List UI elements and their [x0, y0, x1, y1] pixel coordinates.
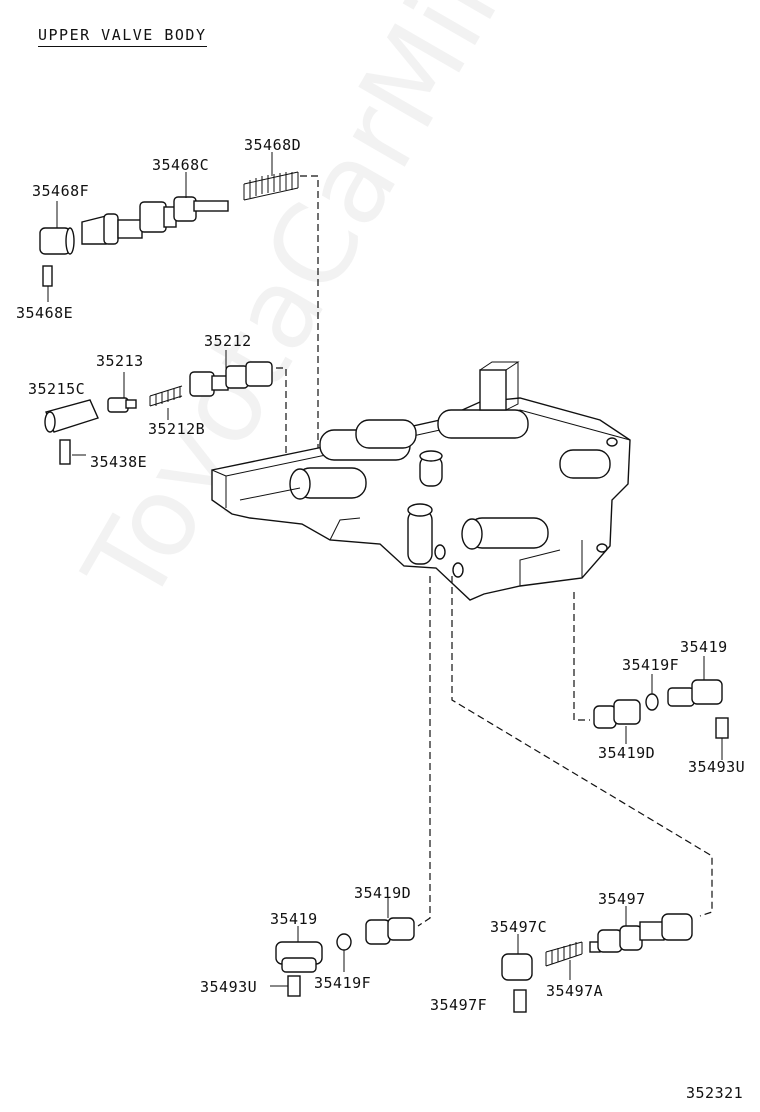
part-35468D-spring[interactable]	[243, 171, 299, 201]
part-35497A-spring[interactable]	[545, 941, 583, 967]
part-35419D-right-plug[interactable]	[593, 699, 641, 729]
label-35493U-right[interactable]: 35493U	[688, 758, 746, 776]
label-35215C[interactable]: 35215C	[28, 380, 86, 398]
label-35419F-right[interactable]: 35419F	[622, 656, 680, 674]
part-35493U-bottom-retainer[interactable]	[287, 975, 301, 997]
label-35438E[interactable]: 35438E	[90, 453, 148, 471]
part-35212B-spring[interactable]	[149, 385, 183, 407]
label-35212[interactable]: 35212	[204, 332, 252, 350]
label-35468F[interactable]: 35468F	[32, 182, 90, 200]
part-35468C-valve[interactable]	[81, 196, 229, 245]
label-35213[interactable]: 35213	[96, 352, 144, 370]
part-35419-right-valve[interactable]	[667, 679, 723, 707]
label-35468E[interactable]: 35468E	[16, 304, 74, 322]
part-35497C-plug[interactable]	[501, 953, 533, 981]
part-35497F-retainer[interactable]	[513, 989, 527, 1013]
diagram-title: UPPER VALVE BODY	[38, 26, 207, 47]
label-35419-bottom[interactable]: 35419	[270, 910, 318, 928]
label-35419D-bottom[interactable]: 35419D	[354, 884, 412, 902]
part-35468E-retainer[interactable]	[42, 265, 53, 287]
label-35493U-bottom[interactable]: 35493U	[200, 978, 258, 996]
label-35497A[interactable]: 35497A	[546, 982, 604, 1000]
label-35419F-bottom[interactable]: 35419F	[314, 974, 372, 992]
upper-valve-body	[211, 361, 631, 601]
part-35213-plug[interactable]	[107, 397, 137, 413]
label-35468D[interactable]: 35468D	[244, 136, 302, 154]
label-35497C[interactable]: 35497C	[490, 918, 548, 936]
label-35419D-right[interactable]: 35419D	[598, 744, 656, 762]
label-35212B[interactable]: 35212B	[148, 420, 206, 438]
part-35212-valve[interactable]	[189, 361, 273, 397]
document-number: 352321	[686, 1084, 744, 1102]
part-35468F-plug[interactable]	[39, 227, 75, 255]
label-35468C[interactable]: 35468C	[152, 156, 210, 174]
part-35497-valve[interactable]	[589, 913, 693, 953]
part-35419D-bottom-plug[interactable]	[365, 917, 415, 945]
label-35497[interactable]: 35497	[598, 890, 646, 908]
part-35493U-right-retainer[interactable]	[715, 717, 729, 739]
part-35419F-right-ring[interactable]	[645, 693, 659, 711]
part-35438E-retainer[interactable]	[59, 439, 71, 465]
label-35497F[interactable]: 35497F	[430, 996, 488, 1014]
label-35419-right[interactable]: 35419	[680, 638, 728, 656]
part-35419-bottom-valve[interactable]	[275, 941, 323, 973]
part-35215C-sleeve[interactable]	[44, 399, 99, 433]
part-35419F-bottom-ring[interactable]	[336, 933, 352, 951]
